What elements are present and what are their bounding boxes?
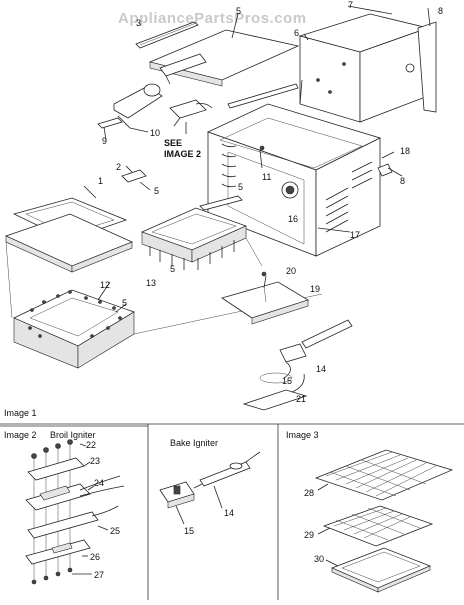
bake-igniter-detail-drawing [159, 451, 261, 525]
callout-12: 12 [100, 280, 110, 290]
part-2-clip [121, 165, 151, 191]
callout-5a: 5 [236, 6, 241, 16]
callout-21: 21 [296, 394, 306, 404]
callout-13: 13 [146, 278, 156, 288]
callout-23: 23 [90, 456, 100, 466]
callouts-image1: 1 2 3 5 5 5 5 5 6 7 8 8 9 10 11 12 13 14… [98, 0, 443, 404]
bake-igniter-image1 [242, 319, 353, 411]
callout-9: 9 [102, 136, 107, 146]
callout-14b: 14 [224, 508, 234, 518]
callout-1: 1 [98, 176, 103, 186]
part-1-oven-bottom [4, 185, 134, 273]
callout-11: 11 [262, 172, 271, 182]
section-image2-label: Image 2 [4, 430, 37, 440]
callout-8a: 8 [438, 6, 443, 16]
callout-3: 3 [136, 18, 141, 28]
see-note-line2: IMAGE 2 [164, 149, 201, 159]
callout-5c: 5 [238, 182, 243, 192]
callout-5e: 5 [122, 298, 127, 308]
callout-2: 2 [116, 162, 121, 172]
callout-16: 16 [288, 214, 298, 224]
callout-24: 24 [94, 478, 104, 488]
part-19-heat-shield [221, 271, 309, 325]
callout-26: 26 [90, 552, 100, 562]
part-6-rear-panel [227, 5, 437, 123]
see-note-line1: SEE [164, 138, 182, 148]
callout-10: 10 [150, 128, 160, 138]
callout-19: 19 [310, 284, 320, 294]
part-17-oven-cavity [206, 103, 403, 257]
callout-28: 28 [304, 488, 314, 498]
callout-6: 6 [294, 28, 299, 38]
section-image1-label: Image 1 [4, 408, 37, 418]
broil-igniter-title: Broil Igniter [50, 430, 96, 440]
callout-14a: 14 [316, 364, 326, 374]
part-12-base-frame [13, 281, 135, 369]
part-13-insulation [140, 195, 248, 270]
callout-30: 30 [314, 554, 324, 564]
callout-5b: 5 [154, 186, 159, 196]
part-9-bracket [97, 117, 123, 141]
section-image3-label: Image 3 [286, 430, 319, 440]
callout-5d: 5 [170, 264, 175, 274]
callout-22: 22 [86, 440, 96, 450]
image3-rack-drawing [314, 449, 454, 593]
callout-7: 7 [348, 0, 353, 10]
callout-17: 17 [350, 230, 360, 240]
callout-15b: 15 [184, 526, 194, 536]
image2-broil-igniter-drawing [25, 439, 125, 585]
callout-8b: 8 [400, 176, 405, 186]
callout-25: 25 [110, 526, 120, 536]
callout-15a: 15 [282, 376, 292, 386]
bake-igniter-title: Bake Igniter [170, 438, 218, 448]
part-10-broil-burner [113, 53, 207, 133]
watermark-text: AppliancePartsPros.com [118, 10, 307, 27]
callout-20: 20 [286, 266, 296, 276]
detail-frames [0, 423, 464, 600]
callout-29: 29 [304, 530, 314, 540]
broil-igniter-assembly-ref [169, 99, 213, 134]
callout-27: 27 [94, 570, 104, 580]
see-image-2-note: SEE IMAGE 2 [164, 138, 201, 159]
callouts-image2: 22 23 24 25 26 27 [86, 440, 120, 580]
callout-18: 18 [400, 146, 410, 156]
